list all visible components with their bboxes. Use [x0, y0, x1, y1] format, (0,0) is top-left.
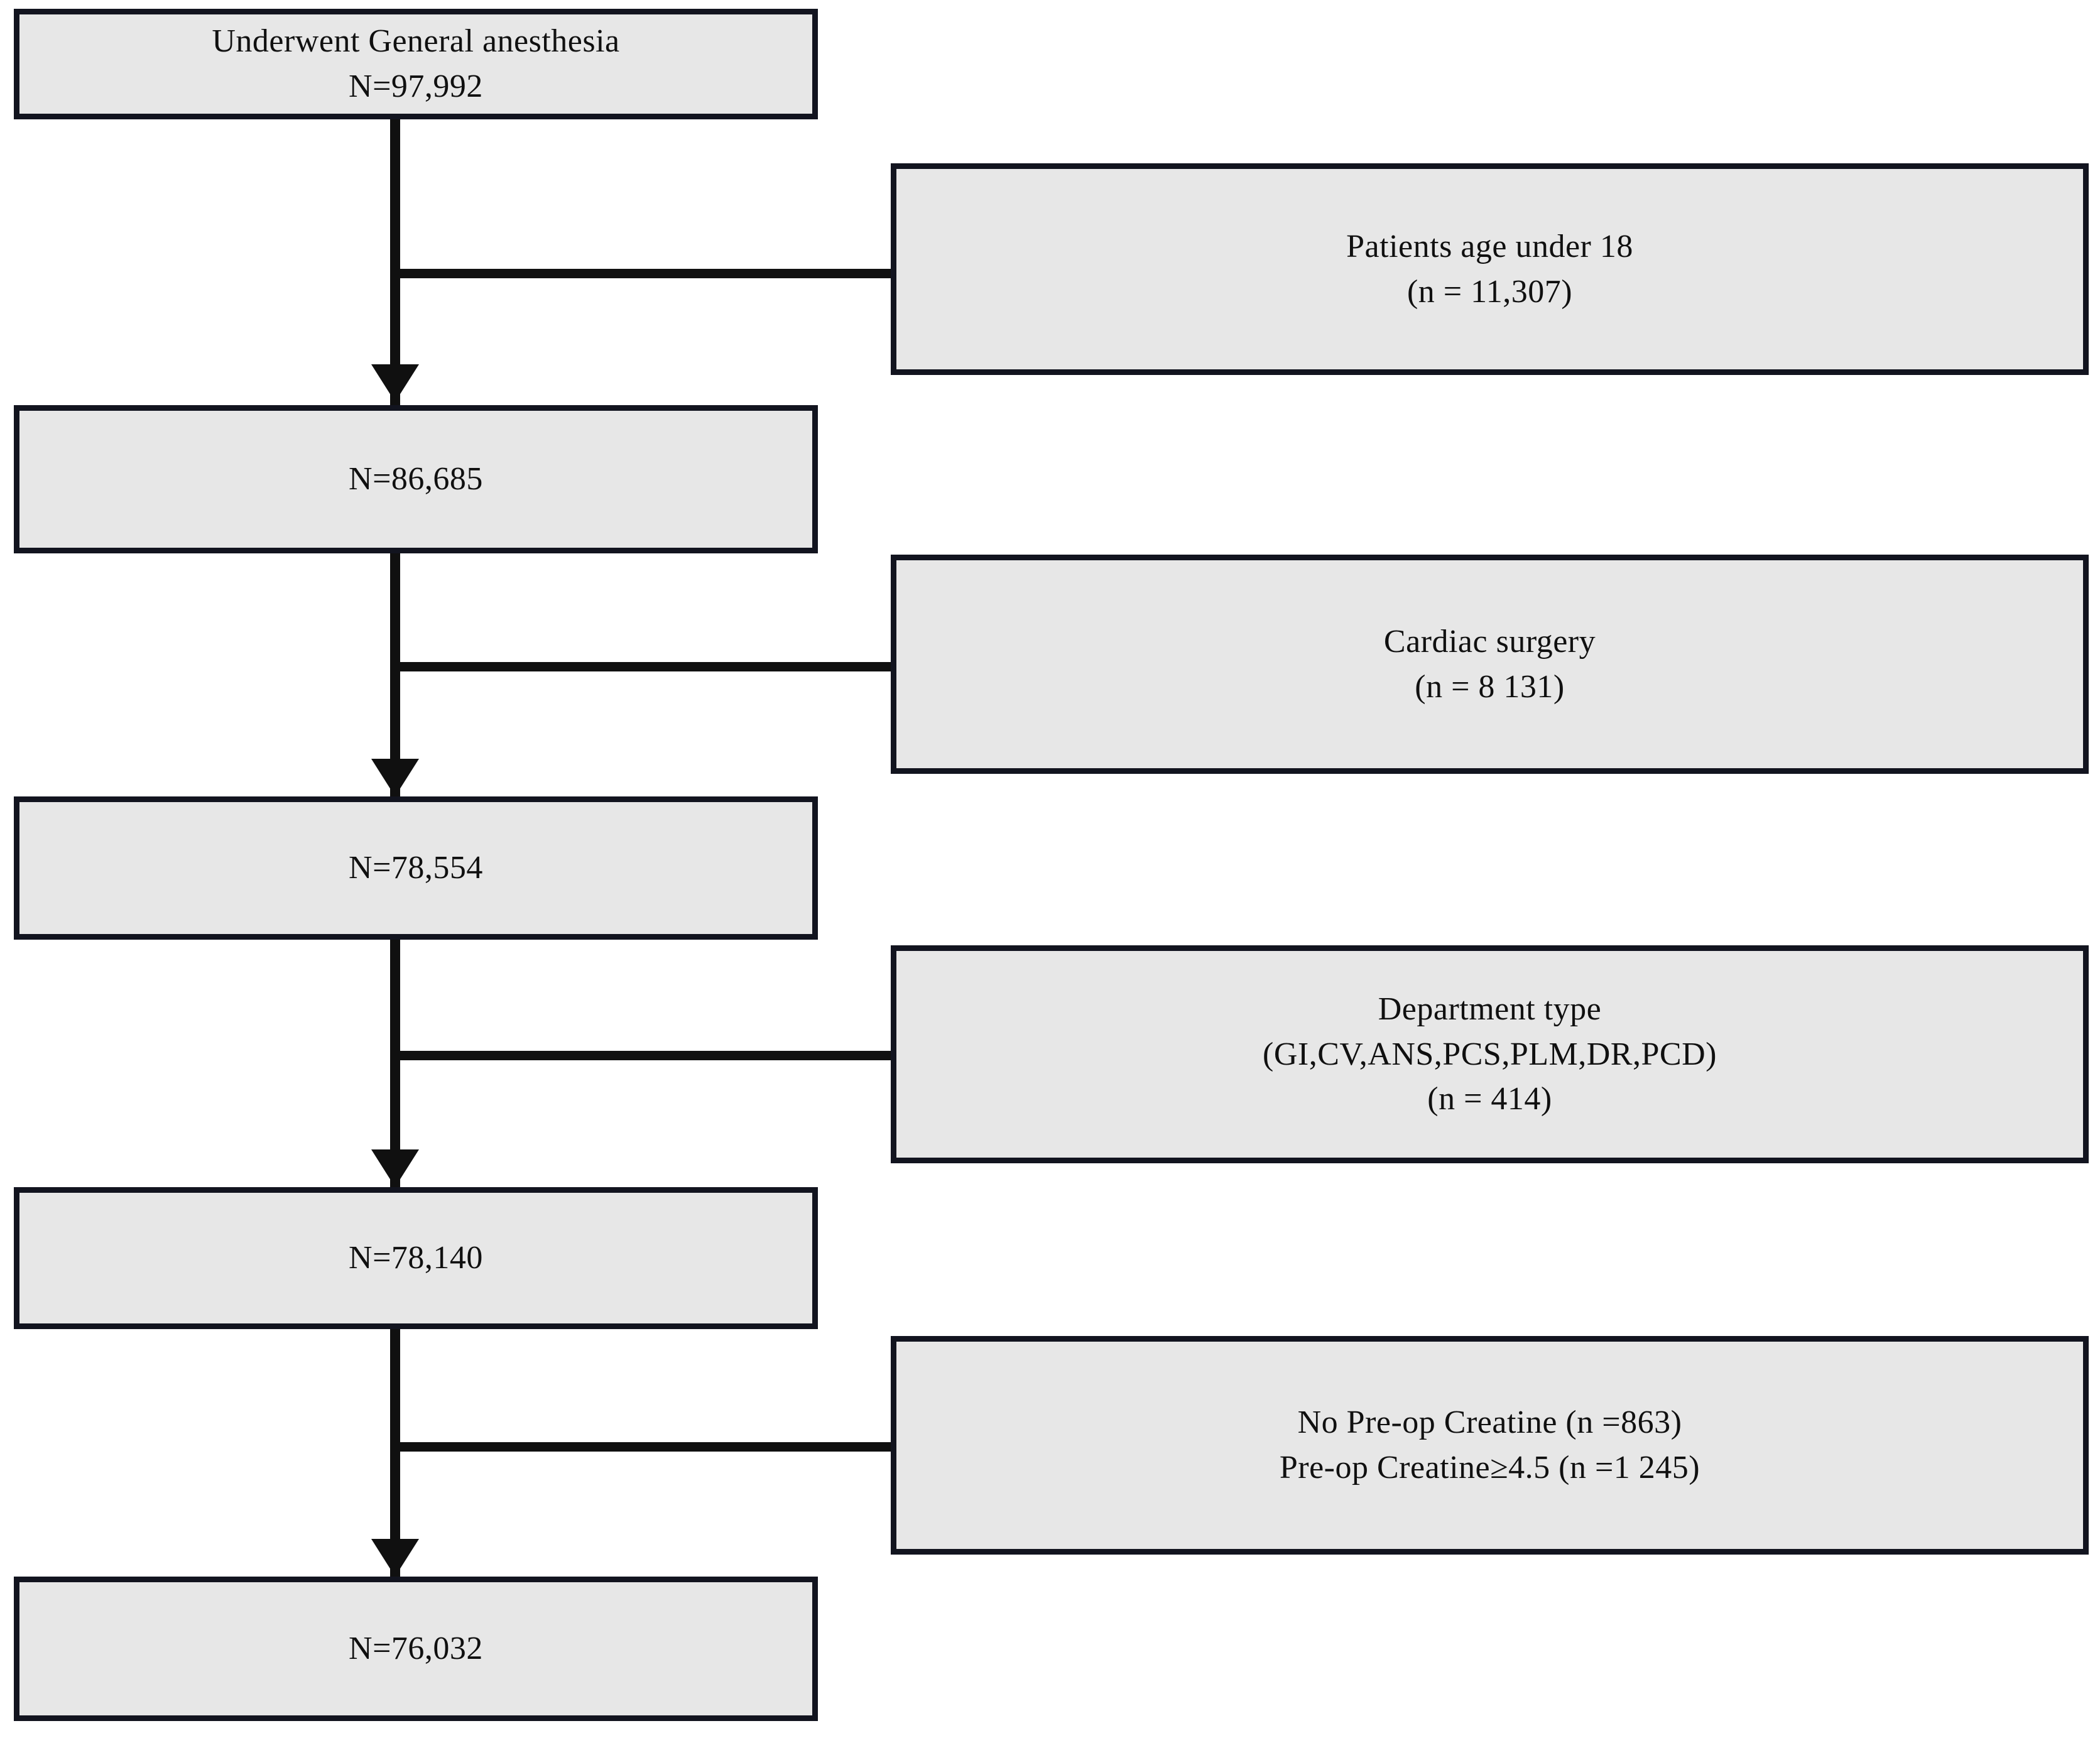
exclusion-box-age-under-18-line-2: (n = 11,307): [1406, 273, 1573, 310]
connector-3-arrowhead-icon: [371, 1149, 419, 1187]
cohort-box-after-cardiac: N=78,554: [14, 796, 818, 940]
exclusion-box-preop-creatine-line-1: No Pre-op Creatine (n =863): [1297, 1404, 1682, 1441]
exclusion-box-preop-creatine-line-2: Pre-op Creatine≥4.5 (n =1 245): [1279, 1450, 1700, 1485]
cohort-box-after-age: N=86,685: [14, 405, 818, 553]
cohort-box-final: N=76,032: [14, 1577, 818, 1721]
exclusion-box-age-under-18: Patients age under 18 (n = 11,307): [891, 163, 2089, 375]
connector-1-branch-line: [395, 269, 891, 278]
connector-4-branch-line: [395, 1442, 891, 1452]
connector-1-arrowhead-icon: [371, 364, 419, 402]
cohort-box-final-line-1: N=76,032: [349, 1631, 483, 1667]
exclusion-box-cardiac-surgery: Cardiac surgery (n = 8 131): [891, 555, 2089, 774]
connector-2-branch-line: [395, 662, 891, 671]
cohort-box-after-department: N=78,140: [14, 1187, 818, 1329]
connector-1-vertical-line: [390, 119, 400, 440]
exclusion-box-preop-creatine: No Pre-op Creatine (n =863) Pre-op Creat…: [891, 1336, 2089, 1555]
cohort-box-after-age-line-1: N=86,685: [349, 461, 483, 497]
exclusion-box-age-under-18-line-1: Patients age under 18: [1346, 228, 1633, 264]
cohort-box-initial-line-2: N=97,992: [349, 68, 483, 104]
exclusion-box-cardiac-surgery-line-2: (n = 8 131): [1415, 668, 1565, 705]
connector-2-arrowhead-icon: [371, 759, 419, 796]
cohort-box-after-department-line-1: N=78,140: [349, 1240, 483, 1276]
connector-3-branch-line: [395, 1051, 891, 1060]
exclusion-box-cardiac-surgery-line-1: Cardiac surgery: [1383, 623, 1596, 660]
cohort-box-initial-line-1: Underwent General anesthesia: [212, 23, 620, 60]
connector-4-arrowhead-icon: [371, 1539, 419, 1577]
exclusion-box-department-type-line-3: (n = 414): [1427, 1081, 1552, 1117]
exclusion-box-department-type: Department type (GI,CV,ANS,PCS,PLM,DR,PC…: [891, 945, 2089, 1163]
cohort-box-after-cardiac-line-1: N=78,554: [349, 850, 483, 886]
cohort-box-initial: Underwent General anesthesia N=97,992: [14, 9, 818, 119]
exclusion-box-department-type-line-2: (GI,CV,ANS,PCS,PLM,DR,PCD): [1263, 1036, 1717, 1072]
exclusion-box-department-type-line-1: Department type: [1378, 991, 1602, 1027]
